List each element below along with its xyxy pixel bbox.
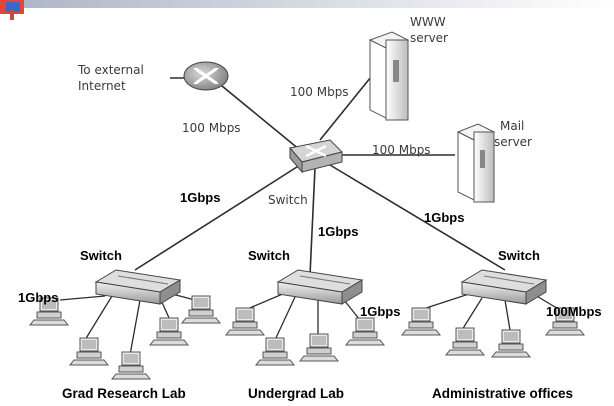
workstation-icon: [181, 295, 221, 324]
speed-router-link: 100 Mbps: [182, 121, 241, 135]
server-icon: [368, 31, 410, 121]
workstation-icon: [111, 351, 151, 380]
corner-decoration: [0, 0, 614, 20]
core-switch-icon: [289, 139, 343, 174]
workstation-icon: [345, 317, 385, 346]
router-icon: [183, 61, 229, 91]
link-lines: [134, 71, 506, 276]
speed-www-link: 100 Mbps: [290, 85, 349, 99]
workstation-icon: [445, 327, 485, 356]
www-server-label-2: server: [410, 31, 448, 45]
www-server-label: WWW: [410, 15, 446, 29]
server-icon: [456, 123, 496, 203]
speed-mid-hosts: 1Gbps: [360, 304, 400, 319]
speed-right-hosts: 100Mbps: [546, 304, 602, 319]
switch-mid-label: Switch: [248, 248, 290, 263]
speed-mid-uplink: 1Gbps: [318, 224, 358, 239]
workstation-icon: [69, 337, 109, 366]
speed-mail-link: 100 Mbps: [372, 143, 431, 157]
lab-left-label: Grad Research Lab: [62, 386, 186, 401]
workstation-icon: [299, 333, 339, 362]
switch-icon: [276, 269, 364, 305]
mail-server-label: Mail: [500, 119, 524, 133]
workstation-icon: [225, 307, 265, 336]
workstation-icon: [255, 337, 295, 366]
switch-left-label: Switch: [80, 248, 122, 263]
speed-right-uplink: 1Gbps: [424, 210, 464, 225]
workstation-icon: [491, 329, 531, 358]
external-internet-label-2: Internet: [78, 79, 126, 93]
lab-right-label: Administrative offices: [432, 386, 573, 401]
switch-right-label: Switch: [498, 248, 540, 263]
lab-mid-label: Undergrad Lab: [248, 386, 344, 401]
core-switch-label: Switch: [268, 193, 308, 207]
switch-icon: [460, 269, 548, 305]
speed-left-uplink: 1Gbps: [180, 190, 220, 205]
switch-icon: [94, 269, 182, 305]
speed-left-hosts: 1Gbps: [18, 290, 58, 305]
external-internet-label: To external: [77, 63, 144, 77]
workstation-icon: [401, 307, 441, 336]
mail-server-label-2: server: [494, 135, 532, 149]
